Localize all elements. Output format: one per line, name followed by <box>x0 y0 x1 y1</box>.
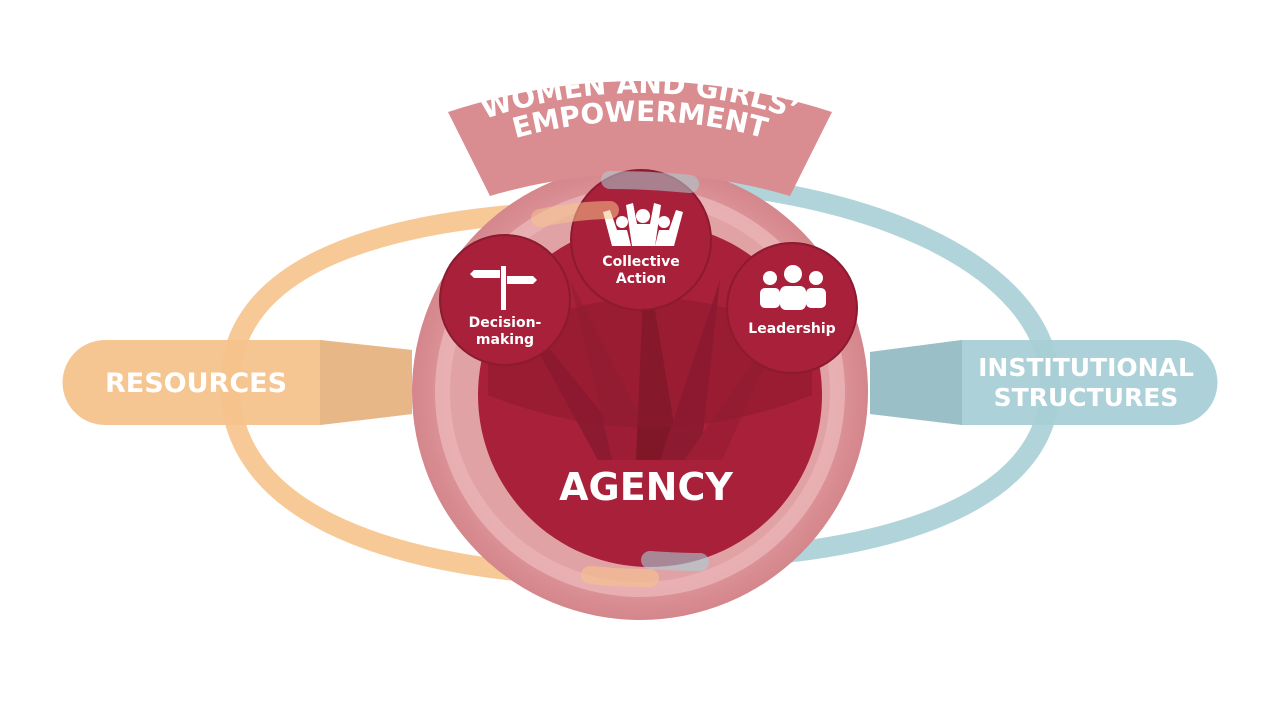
institutional-label-2: STRUCTURES <box>994 383 1179 412</box>
decision-making-bubble: Decision- making <box>439 234 571 366</box>
agency-label: AGENCY <box>559 465 733 509</box>
decision-line-2: making <box>476 332 534 348</box>
group-people-icon <box>760 265 826 310</box>
resources-label: RESOURCES <box>105 368 287 399</box>
decision-line-1: Decision- <box>469 315 542 331</box>
signpost-icon <box>470 266 537 310</box>
institutional-label-1: INSTITUTIONAL <box>978 353 1194 382</box>
resources-pill: RESOURCES <box>62 340 412 425</box>
institutional-pill: INSTITUTIONAL STRUCTURES <box>870 340 1218 425</box>
leadership-label: Leadership <box>748 321 835 337</box>
leadership-bubble: Leadership <box>726 242 858 374</box>
collective-line-1: Collective <box>602 254 679 270</box>
empowerment-banner: WOMEN AND GIRLS’ EMPOWERMENT <box>448 67 832 196</box>
collective-line-2: Action <box>616 271 666 287</box>
